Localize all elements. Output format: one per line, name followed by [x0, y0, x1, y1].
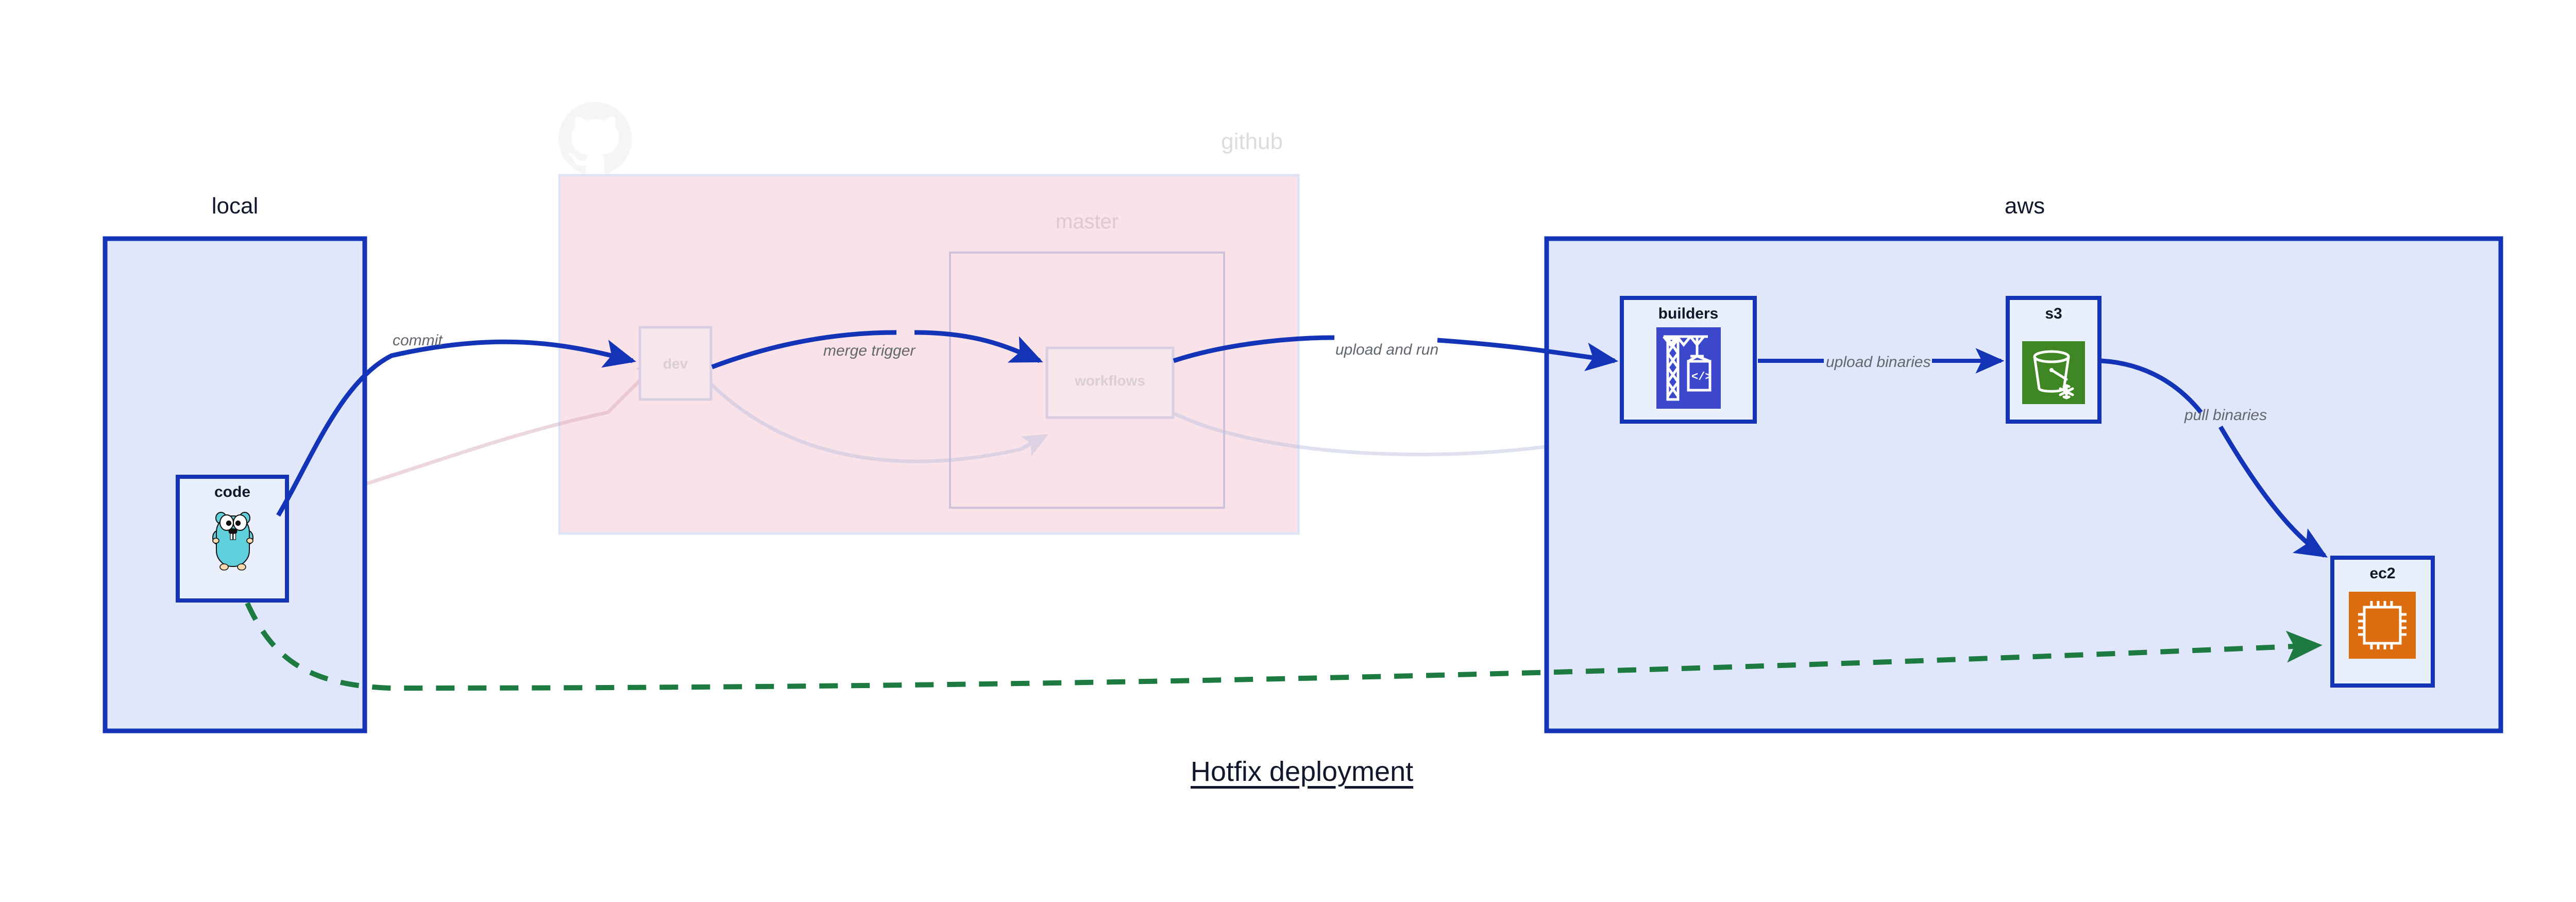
edge-pull-binaries-label: pull binaries	[2184, 407, 2267, 424]
aws-s3-glacier-bucket-icon	[2022, 341, 2085, 404]
edge-hotfix-direct-line	[245, 602, 2323, 691]
edge-commit-line	[276, 339, 636, 517]
group-github-label: github	[1221, 129, 1283, 154]
node-builders-label: builders	[1658, 305, 1719, 322]
edge-commit-label: commit	[393, 332, 443, 349]
diagram-title: Hotfix deployment	[1190, 756, 1414, 787]
github-octocat-icon	[558, 102, 632, 174]
edge-pull-binaries-line	[2100, 358, 2325, 556]
edge-upload-binaries-label: upload binaries	[1826, 354, 1930, 371]
group-aws-label: aws	[2004, 193, 2045, 219]
node-dev-box[interactable]	[638, 326, 713, 401]
group-master-frame	[949, 252, 1225, 509]
edge-dev-to-workflows-dim	[709, 382, 1048, 463]
group-local-label: local	[211, 193, 259, 219]
svg-text:</>: </>	[1691, 371, 1712, 383]
node-s3-label: s3	[2045, 305, 2062, 322]
edge-upload-and-run-line	[1173, 338, 1615, 361]
group-master-label: master	[1055, 210, 1119, 233]
aws-codebuild-crane-icon: </>	[1656, 327, 1721, 409]
edge-upload-and-run-label: upload and run	[1335, 341, 1438, 358]
node-ec2-label: ec2	[2369, 565, 2396, 582]
edge-merge-trigger-label: merge trigger	[823, 342, 916, 359]
aws-ec2-chip-icon	[2349, 592, 2416, 659]
node-workflows-label: workflows	[1075, 373, 1145, 389]
edge-merge-trigger-line	[711, 332, 1040, 367]
node-code-label: code	[214, 483, 251, 500]
node-dev-label: dev	[663, 356, 688, 372]
go-gopher-icon	[212, 512, 253, 571]
